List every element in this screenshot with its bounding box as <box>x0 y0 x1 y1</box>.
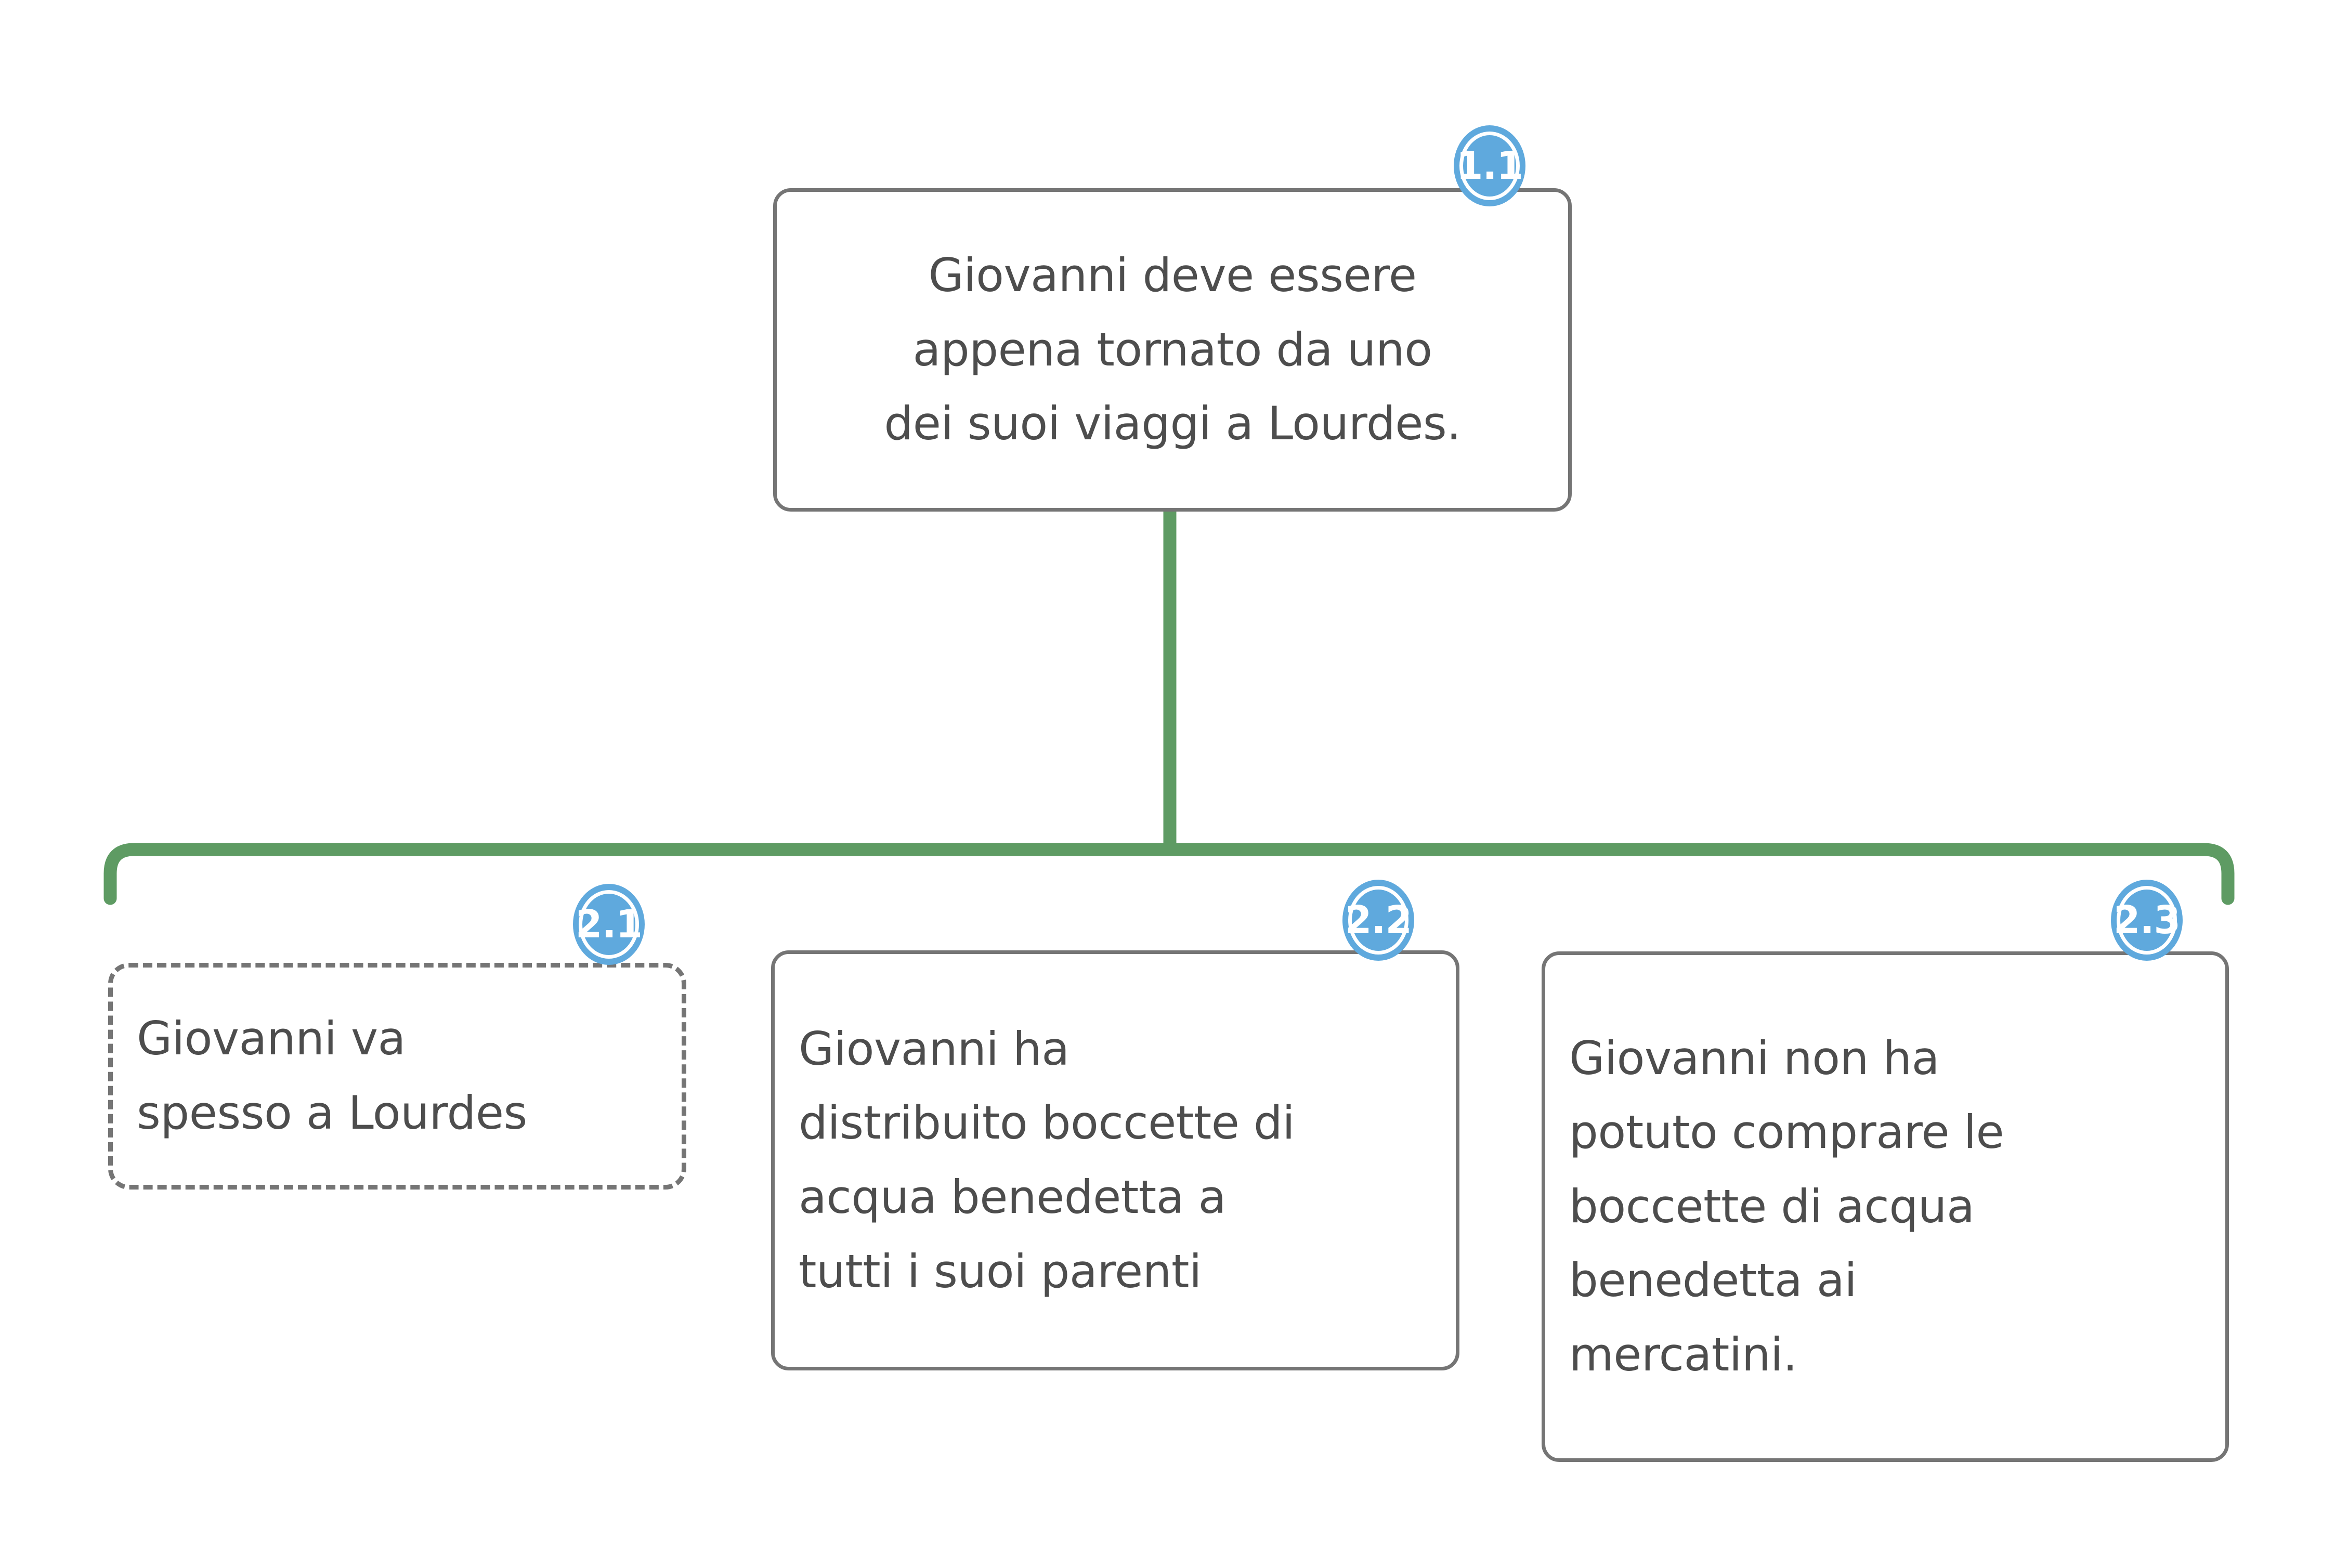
node-2-1-text: Giovanni va spesso a Lourdes <box>137 1012 527 1140</box>
node-badge-2-3[interactable]: 2.3 <box>2111 880 2183 961</box>
node-2-2-text: Giovanni ha distribuito boccette di acqu… <box>799 1022 1295 1298</box>
node-2-2[interactable]: Giovanni ha distribuito boccette di acqu… <box>771 950 1459 1370</box>
node-badge-2-1[interactable]: 2.1 <box>573 884 645 965</box>
node-badge-2-3-label: 2.3 <box>2113 898 2181 943</box>
node-badge-1-1-label: 1.1 <box>1456 143 1523 188</box>
node-2-3-text: Giovanni non ha potuto comprare le bocce… <box>1569 1031 2004 1381</box>
node-badge-2-2[interactable]: 2.2 <box>1342 880 1414 961</box>
node-badge-2-2-label: 2.2 <box>1345 898 1412 943</box>
node-1-1-text: Giovanni deve essere appena tornato da u… <box>884 249 1461 451</box>
node-2-1[interactable]: Giovanni va spesso a Lourdes <box>108 963 686 1190</box>
node-badge-2-1-label: 2.1 <box>575 902 643 947</box>
node-2-3[interactable]: Giovanni non ha potuto comprare le bocce… <box>1542 951 2229 1462</box>
connector-horizontal-bus <box>103 843 2235 905</box>
node-1-1[interactable]: Giovanni deve essere appena tornato da u… <box>773 188 1572 512</box>
node-badge-1-1[interactable]: 1.1 <box>1454 125 1525 206</box>
